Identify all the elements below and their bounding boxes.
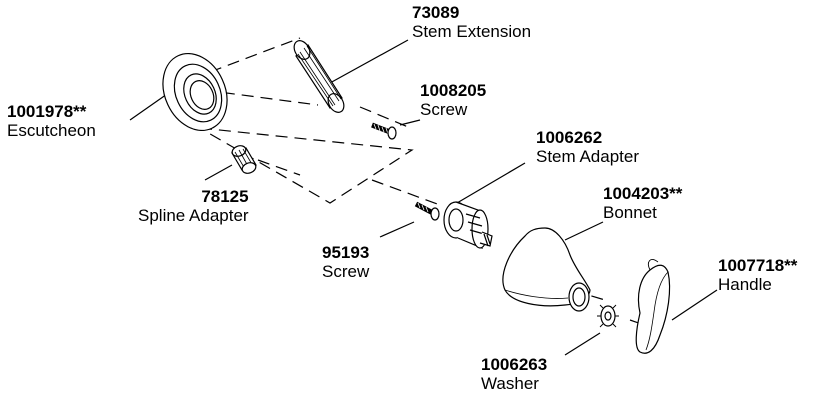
handle-part xyxy=(635,259,671,354)
label-1007718: 1007718** Handle xyxy=(718,257,797,293)
part-name: Handle xyxy=(718,275,772,294)
part-name: Bonnet xyxy=(603,203,657,222)
leader-lines xyxy=(129,39,718,356)
part-number: 95193 xyxy=(322,243,370,262)
washer-part xyxy=(597,304,619,328)
label-1008205: 1008205 Screw xyxy=(420,82,486,118)
part-name: Screw xyxy=(420,100,468,119)
part-name: Stem Adapter xyxy=(536,147,640,166)
part-name: Spline Adapter xyxy=(138,206,249,225)
stem-adapter-part xyxy=(443,201,493,249)
part-name: Screw xyxy=(322,262,370,281)
bonnet-part xyxy=(502,227,591,312)
label-95193: 95193 Screw xyxy=(322,244,369,280)
part-number: 1001978** xyxy=(7,102,87,121)
screw-1008205-part xyxy=(371,122,397,140)
part-name: Washer xyxy=(481,374,539,393)
part-number: 1008205 xyxy=(420,81,487,100)
part-number: 78125 xyxy=(201,187,249,206)
part-number: 1006263 xyxy=(481,355,548,374)
label-73089: 73089 Stem Extension xyxy=(412,4,531,40)
part-number: 73089 xyxy=(412,3,460,22)
stem-extension-part xyxy=(293,40,345,113)
escutcheon-part xyxy=(162,52,228,132)
part-name: Stem Extension xyxy=(412,22,532,41)
part-number: 1007718** xyxy=(718,256,798,275)
part-number: 1006262 xyxy=(536,128,603,147)
label-1006262: 1006262 Stem Adapter xyxy=(536,129,639,165)
screw-95193-part xyxy=(414,201,440,221)
label-1006263: 1006263 Washer xyxy=(481,356,547,392)
label-78125: 78125 Spline Adapter xyxy=(138,188,249,224)
label-1001978: 1001978** Escutcheon xyxy=(7,103,96,139)
label-1004203: 1004203** Bonnet xyxy=(603,185,682,221)
part-number: 1004203** xyxy=(603,184,683,203)
part-name: Escutcheon xyxy=(7,121,96,140)
spline-adapter-part xyxy=(231,145,257,174)
